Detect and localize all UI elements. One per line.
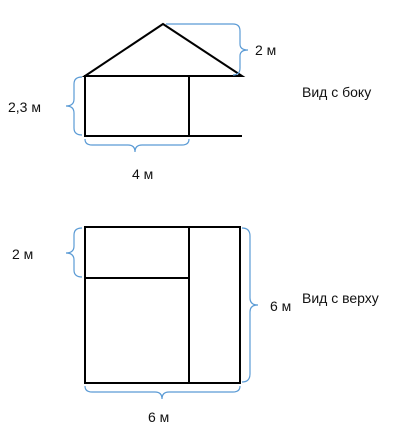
top-outer-rect (84, 226, 241, 384)
top-view: 2 м 6 м 6 м Вид с верху (12, 226, 379, 425)
top-width-label: 6 м (148, 409, 169, 425)
roof-height-label: 2 м (255, 42, 276, 58)
top-height-label: 6 м (270, 298, 291, 314)
side-wall-rect (84, 75, 190, 137)
roof-height-brace (166, 23, 249, 76)
wall-height-brace (65, 76, 83, 136)
side-width-label: 4 м (132, 166, 153, 182)
side-view-title: Вид с боку (302, 84, 371, 100)
top-depth-label: 2 м (12, 246, 33, 262)
roof-triangle (81, 22, 246, 77)
top-height-brace (241, 227, 259, 383)
top-width-brace (84, 385, 241, 400)
top-view-title: Вид с верху (302, 290, 379, 306)
side-view: 2 м 2,3 м 4 м Вид с боку (8, 22, 371, 182)
side-width-brace (84, 138, 190, 153)
wall-height-label: 2,3 м (8, 99, 41, 115)
top-depth-brace (65, 227, 83, 278)
